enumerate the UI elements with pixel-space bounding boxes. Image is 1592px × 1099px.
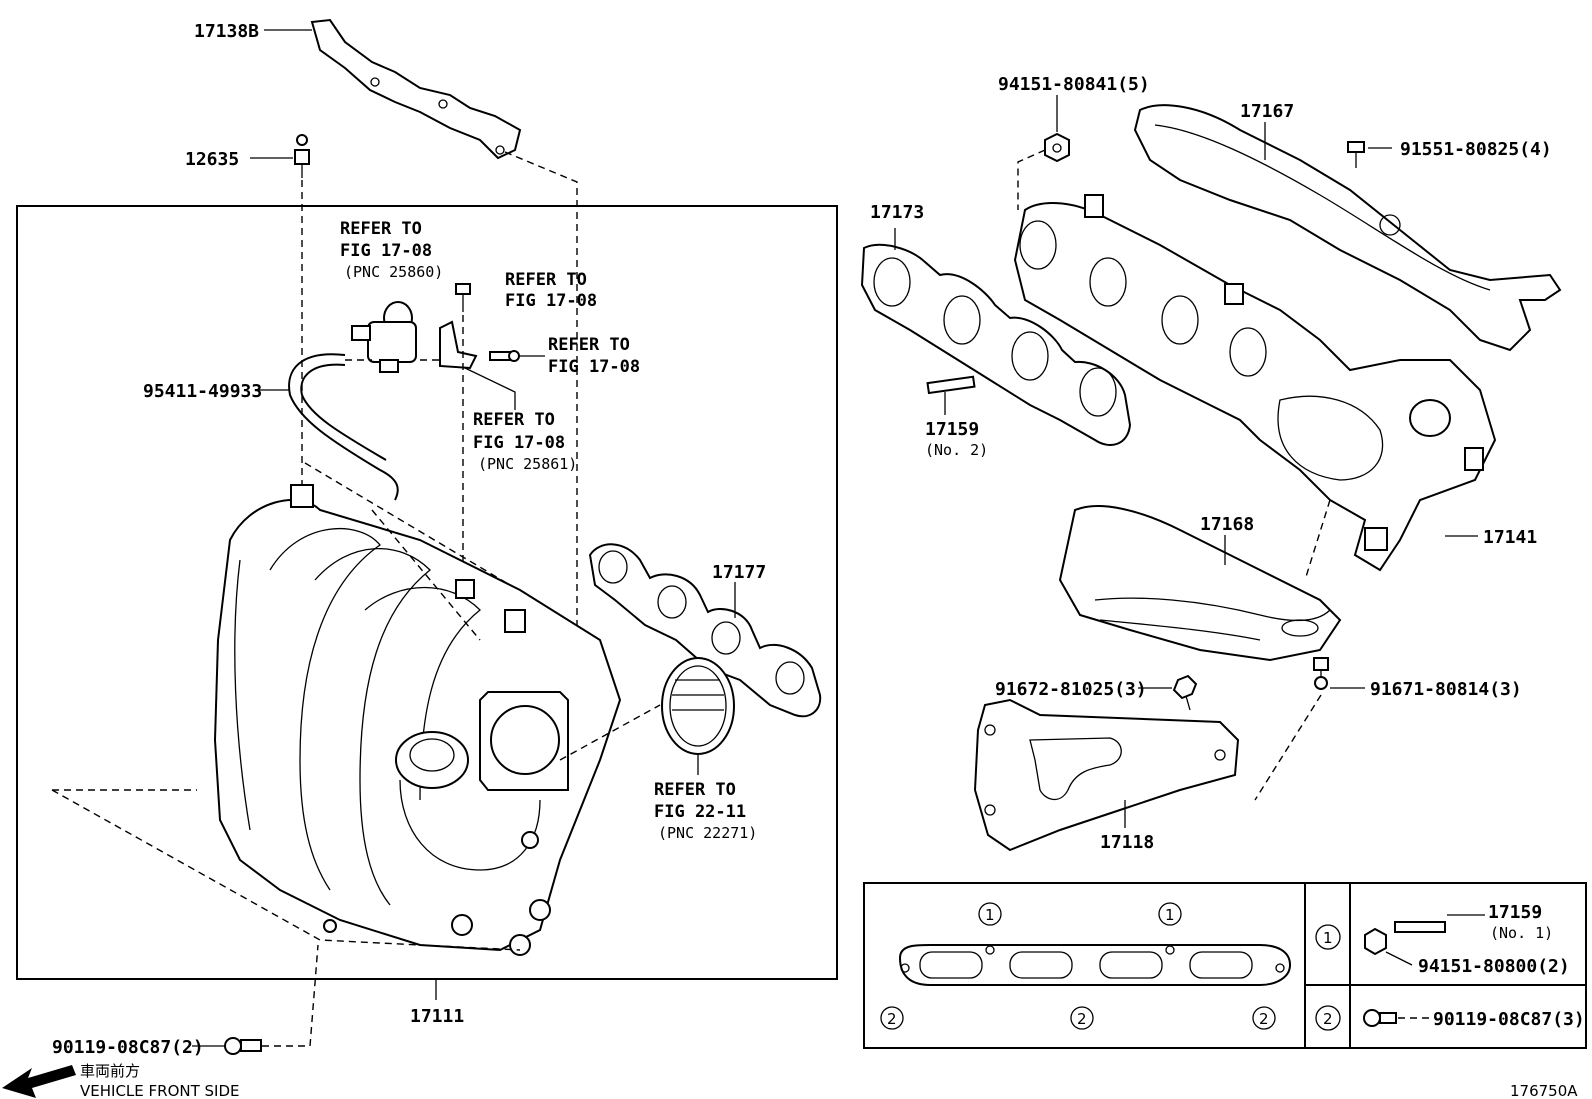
label-t90119: 90119-08C87(3) <box>1433 1009 1585 1030</box>
part-17168-heat-insulator[interactable] <box>1058 505 1342 662</box>
part-12635-stud[interactable] <box>294 134 310 178</box>
part-17167-heat-insulator[interactable] <box>1133 104 1562 352</box>
part-95411-hose-edge <box>300 363 387 461</box>
figure-id: 176750A <box>1510 1082 1578 1099</box>
dash-91671 <box>1254 694 1322 801</box>
part-94151-80800-nut[interactable] <box>1364 927 1387 956</box>
ref-4-line2: FIG 17-08 <box>473 433 565 453</box>
ref-3-line1: REFER TO <box>548 335 630 355</box>
svg-text:2: 2 <box>1323 1010 1333 1028</box>
label-17118: 17118 <box>1100 832 1154 853</box>
label-t17159-sub: (No. 1) <box>1490 924 1553 942</box>
part-91672-bolt[interactable] <box>1172 674 1198 711</box>
part-91551-bolt[interactable] <box>1347 141 1365 168</box>
ref-3-line2: FIG 17-08 <box>548 357 640 377</box>
marker-2-mid: 2 <box>1070 1006 1094 1030</box>
label-17173: 17173 <box>870 202 924 223</box>
dash-assembly-4 <box>371 509 481 641</box>
intake-assembly-frame <box>16 205 838 980</box>
label-12635: 12635 <box>185 149 239 170</box>
label-t94151: 94151-80800(2) <box>1418 956 1570 977</box>
ref-1-line1: REFER TO <box>340 219 422 239</box>
ref-5-line2: FIG 22-11 <box>654 802 746 822</box>
direction-en: VEHICLE FRONT SIDE <box>80 1082 240 1099</box>
label-90119a: 90119-08C87(2) <box>52 1037 204 1058</box>
ref-4-line3: (PNC 25861) <box>478 455 577 473</box>
vehicle-front-arrow <box>2 1065 76 1098</box>
label-17138b: 17138B <box>194 21 259 42</box>
label-17177: 17177 <box>712 562 766 583</box>
label-17111: 17111 <box>410 1006 464 1027</box>
part-17118-bracket[interactable] <box>973 698 1240 852</box>
marker-1-table: 1 <box>1315 924 1341 950</box>
dash-94151a <box>1017 149 1046 210</box>
part-17159-stud-no2[interactable] <box>926 375 976 395</box>
dash-assembly-3 <box>304 462 511 586</box>
marker-1-right: 1 <box>1158 902 1182 926</box>
ref-2-line1: REFER TO <box>505 270 587 290</box>
ref-4-line1: REFER TO <box>473 410 555 430</box>
part-90119-bolt[interactable] <box>224 1037 262 1055</box>
vsv-bracket[interactable] <box>439 320 478 370</box>
part-17177-gasket[interactable] <box>588 543 822 718</box>
marker-2-table: 2 <box>1315 1005 1341 1031</box>
svg-text:1: 1 <box>1323 929 1333 947</box>
label-17168: 17168 <box>1200 514 1254 535</box>
svg-text:1: 1 <box>985 906 995 924</box>
vsv-bolt[interactable] <box>455 283 471 312</box>
part-17173-gasket[interactable] <box>860 243 1132 446</box>
ref-2-line2: FIG 17-08 <box>505 291 597 311</box>
leader-t94151 <box>1385 951 1413 966</box>
marker-2-left: 2 <box>880 1006 904 1030</box>
part-91671-bolt[interactable] <box>1313 657 1329 690</box>
label-17159-no2-sub: (No. 2) <box>925 441 988 459</box>
svg-text:2: 2 <box>887 1010 897 1028</box>
marker-1-left: 1 <box>978 902 1002 926</box>
dash-17138b <box>504 151 578 680</box>
throttle-gasket[interactable] <box>661 657 735 755</box>
svg-text:1: 1 <box>1165 906 1175 924</box>
dash-17168 <box>1304 499 1331 581</box>
label-91551: 91551-80825(4) <box>1400 139 1552 160</box>
ref-5-line3: (PNC 22271) <box>658 824 757 842</box>
vsv-valve[interactable] <box>351 301 417 373</box>
ref-5-line1: REFER TO <box>654 780 736 800</box>
direction-jp: 車両前方 <box>80 1062 140 1080</box>
leader-ref4 <box>464 367 516 410</box>
part-17111-intake-manifold[interactable] <box>213 484 622 956</box>
part-17141-exhaust-manifold[interactable] <box>1013 194 1497 572</box>
label-17141: 17141 <box>1483 527 1537 548</box>
label-91671: 91671-80814(3) <box>1370 679 1522 700</box>
svg-text:2: 2 <box>1077 1010 1087 1028</box>
label-91672: 91672-81025(3) <box>995 679 1147 700</box>
gasket-table <box>863 882 1587 1049</box>
label-t17159: 17159 <box>1488 902 1542 923</box>
part-95411-hose[interactable] <box>288 353 399 501</box>
label-17167: 17167 <box>1240 101 1294 122</box>
ref-1-line2: FIG 17-08 <box>340 241 432 261</box>
svg-text:2: 2 <box>1259 1010 1269 1028</box>
vsv-bracket-bolt[interactable] <box>489 350 520 362</box>
dash-assembly-2 <box>51 789 521 951</box>
part-17159-stud-no1[interactable] <box>1394 921 1446 933</box>
part-94151-nut[interactable] <box>1044 132 1070 163</box>
marker-2-right: 2 <box>1252 1006 1276 1030</box>
part-90119-08c87-3-bolt[interactable] <box>1363 1009 1397 1027</box>
part-17138b-bracket[interactable] <box>310 18 522 160</box>
label-95411: 95411-49933 <box>143 381 262 402</box>
label-17159-no2: 17159 <box>925 419 979 440</box>
dash-90119a <box>262 944 319 1047</box>
ref-1-line3: (PNC 25860) <box>344 263 443 281</box>
label-94151a: 94151-80841(5) <box>998 74 1150 95</box>
table-gasket <box>898 944 1292 986</box>
